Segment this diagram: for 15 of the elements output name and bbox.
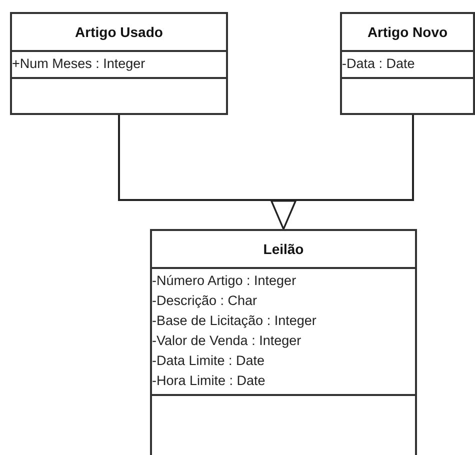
attribute-text: -Descrição : Char bbox=[152, 292, 258, 310]
attribute-text: -Hora Limite : Date bbox=[152, 372, 266, 390]
attribute-text: -Valor de Venda : Integer bbox=[152, 332, 302, 350]
attribute-text: -Data Limite : Date bbox=[152, 352, 266, 370]
attribute-text: -Data : Date bbox=[342, 55, 416, 73]
generalization-arrow bbox=[270, 115, 414, 230]
attribute-text: +Num Meses : Integer bbox=[12, 55, 146, 73]
attribute-text: -Número Artigo : Integer bbox=[152, 272, 298, 290]
class-box bbox=[10, 12, 228, 115]
class-name: Artigo Usado bbox=[75, 24, 163, 40]
class-box bbox=[340, 12, 475, 115]
attribute-text: -Base de Licitação : Integer bbox=[152, 312, 318, 330]
class-name: Artigo Novo bbox=[367, 24, 448, 40]
class-box bbox=[150, 229, 417, 455]
class-name: Leilão bbox=[263, 241, 304, 257]
